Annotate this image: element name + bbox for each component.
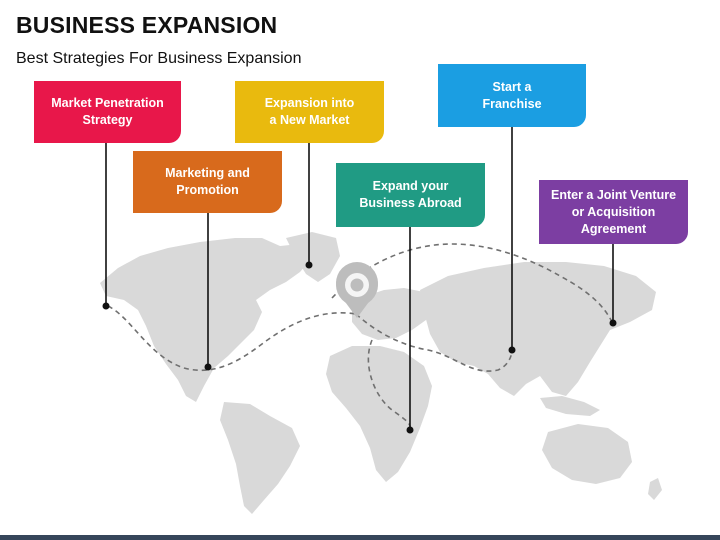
dot-0 [102, 302, 110, 310]
dot-3 [406, 426, 414, 434]
dot-4 [508, 346, 516, 354]
slide-title: BUSINESS EXPANSION [16, 12, 278, 38]
dot-5 [609, 319, 617, 327]
strategy-box-market-penetration: Market Penetration Strategy [34, 81, 181, 143]
islands [540, 396, 600, 416]
footer-bar [0, 535, 720, 540]
strategy-box-joint-venture: Enter a Joint Venture or Acquisition Agr… [539, 180, 688, 244]
south-america [220, 402, 300, 514]
strategy-box-expand-abroad: Expand your Business Abroad [336, 163, 485, 227]
australia [542, 424, 632, 484]
map-pin-icon [336, 262, 378, 318]
strategy-box-new-market: Expansion into a New Market [235, 81, 384, 143]
connector-dots [102, 261, 617, 434]
continents [100, 232, 662, 514]
route-europe-asia [355, 313, 513, 372]
connectors [105, 127, 614, 430]
new-zealand [648, 478, 662, 500]
north-america [100, 238, 312, 402]
dot-1 [204, 363, 212, 371]
strategy-box-franchise: Start a Franchise [438, 64, 586, 127]
strategy-box-marketing-promotion: Marketing and Promotion [133, 151, 282, 213]
asia [420, 262, 656, 396]
slide-subtitle: Best Strategies For Business Expansion [16, 50, 302, 67]
dot-2 [305, 261, 313, 269]
africa [326, 346, 432, 482]
greenland [286, 232, 340, 282]
route-north-arc [331, 243, 613, 323]
